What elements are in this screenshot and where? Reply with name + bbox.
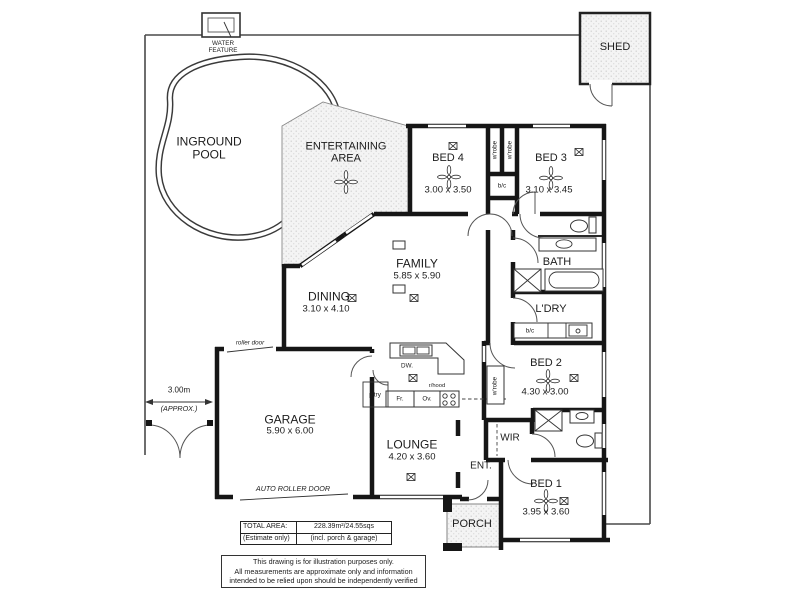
- garage-dims: 5.90 x 6.00: [266, 425, 314, 437]
- garage-label: GARAGE: [264, 412, 316, 427]
- total-area-table: TOTAL AREA: 228.39m²/24.55sqs (Estimate …: [240, 521, 392, 545]
- robes: [486, 365, 505, 456]
- dimension-label: 3.00m: [167, 385, 191, 395]
- disclaimer-line-3: intended to be relied upon should be ind…: [229, 576, 418, 586]
- total-area-note: (incl. porch & garage): [310, 534, 378, 542]
- shed: [578, 11, 652, 107]
- total-area-label: TOTAL AREA:: [241, 522, 297, 533]
- oven-label: Ov.: [422, 395, 432, 403]
- dining-label: DINING: [308, 289, 350, 304]
- entry-label: ENT.: [470, 460, 492, 472]
- bic-label-laundry: b/c: [525, 327, 535, 335]
- downlight-icons: [392, 240, 406, 294]
- bed1-dims: 3.95 x 3.60: [522, 506, 570, 518]
- pantry-label: p'try: [369, 391, 381, 399]
- wir-label: WIR: [500, 432, 520, 444]
- lounge-label: LOUNGE: [386, 437, 438, 452]
- kitchen-fixtures: [362, 342, 506, 408]
- entertaining-label: ENTERTAINING AREA: [305, 140, 387, 165]
- disclaimer-line-1: This drawing is for illustration purpose…: [253, 557, 394, 566]
- bed2-label: BED 2: [530, 356, 562, 369]
- disclaimer-line-2: All measurements are approximate only an…: [234, 566, 413, 576]
- laundry-label: L'DRY: [535, 302, 567, 315]
- water-feature: [201, 12, 241, 38]
- roller-doors: [225, 346, 352, 501]
- roller-door-label: roller door: [235, 339, 265, 347]
- total-area-sublabel: (Estimate only): [241, 533, 297, 544]
- dimension-note: (APPROX.): [160, 403, 198, 413]
- wrobe-label-2: w'robe: [506, 140, 514, 160]
- bed1-label: BED 1: [530, 477, 562, 490]
- bed2-dims: 4.30 x 3.00: [521, 386, 569, 398]
- pool-label: INGROUND POOL: [176, 134, 242, 162]
- gate: [146, 420, 213, 459]
- bath-label: BATH: [542, 255, 572, 268]
- ensuite-fixtures: [534, 409, 603, 449]
- total-area-value: 228.39m²/24.55sqs: [314, 523, 374, 530]
- auto-roller-door-label: AUTO ROLLER DOOR: [255, 483, 331, 493]
- porch-label: PORCH: [452, 517, 492, 530]
- door-swings: [350, 191, 556, 501]
- bed4-label: BED 4: [432, 151, 464, 164]
- dimension-3m: [145, 399, 213, 405]
- disclaimer-box: This drawing is for illustration purpose…: [221, 555, 426, 588]
- lounge-dims: 4.20 x 3.60: [388, 451, 436, 463]
- dishwasher-label: DW.: [401, 362, 413, 370]
- fridge-label: Fr.: [396, 395, 404, 403]
- dining-dims: 3.10 x 4.10: [302, 303, 350, 315]
- rangehood-label: r/hood: [428, 382, 446, 389]
- laundry-fixtures: [513, 322, 593, 339]
- bic-label-top: b/c: [497, 182, 507, 190]
- family-dims: 5.85 x 5.90: [393, 270, 441, 282]
- bed3-dims: 3.10 x 3.45: [525, 184, 573, 196]
- water-feature-label: WATER FEATURE: [208, 39, 238, 54]
- bathroom-fixtures: [513, 216, 604, 293]
- windows: [301, 124, 606, 542]
- shed-label: SHED: [599, 40, 631, 53]
- entertaining-area: [281, 101, 409, 267]
- bed4-dims: 3.00 x 3.50: [424, 184, 472, 196]
- bed3-label: BED 3: [535, 151, 567, 164]
- family-label: FAMILY: [396, 256, 438, 271]
- wrobe-label-1: w'robe: [491, 140, 499, 160]
- wrobe-label-3: w'robe: [491, 376, 499, 396]
